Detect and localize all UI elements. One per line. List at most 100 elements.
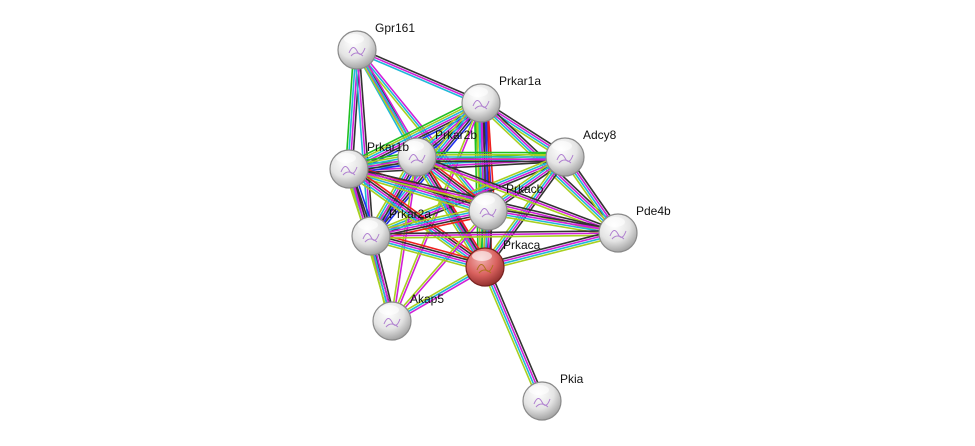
edge-evidence-line xyxy=(483,229,618,265)
node-highlight xyxy=(404,141,424,151)
node-label: Pkia xyxy=(560,372,584,386)
edge-evidence-line xyxy=(356,49,482,104)
edge-evidence-line xyxy=(485,266,544,401)
node-label: Prkacb xyxy=(506,182,544,196)
edge-evidence-line xyxy=(390,209,488,321)
node-pkia[interactable]: Pkia xyxy=(522,372,584,421)
node-adcy8[interactable]: Adcy8 xyxy=(545,128,617,177)
edge-adcy8-prkar2b[interactable] xyxy=(417,151,565,163)
edge-prkar2a-pde4b[interactable] xyxy=(370,230,619,239)
edge-evidence-line xyxy=(358,49,374,236)
node-label: Prkaca xyxy=(503,238,541,252)
edge-evidence-line xyxy=(349,166,487,266)
edge-evidence-line xyxy=(414,157,484,269)
edge-evidence-line xyxy=(354,50,370,237)
edge-evidence-line xyxy=(358,48,491,211)
protein-structure-icon xyxy=(340,166,358,176)
edge-evidence-line xyxy=(484,231,618,267)
edge-evidence-line xyxy=(349,160,566,175)
node-prkar2a[interactable]: Prkar2a xyxy=(351,207,431,256)
edge-evidence-line xyxy=(371,234,619,239)
edge-evidence-line xyxy=(355,51,481,106)
node-highlight xyxy=(475,195,495,205)
edge-evidence-line xyxy=(485,235,620,271)
protein-structure-icon xyxy=(408,154,426,164)
node-prkaca[interactable]: Prkaca xyxy=(465,238,541,287)
edge-evidence-line xyxy=(488,209,619,233)
edge-evidence-line xyxy=(370,232,619,237)
node-highlight xyxy=(552,141,572,151)
node-label: Adcy8 xyxy=(583,128,617,142)
node-highlight xyxy=(529,385,549,395)
node-prkar2b[interactable]: Prkar2b xyxy=(397,128,477,177)
node-prkar1b[interactable]: Prkar1b xyxy=(329,140,409,189)
node-label: Prkar1b xyxy=(367,140,409,154)
node-prkar1a[interactable]: Prkar1a xyxy=(461,74,541,123)
edge-evidence-line xyxy=(357,47,483,102)
edge-evidence-line xyxy=(483,267,542,402)
node-highlight xyxy=(336,153,356,163)
node-prkacb[interactable]: Prkacb xyxy=(468,182,544,231)
node-highlight xyxy=(605,217,625,227)
node-highlight xyxy=(379,305,399,315)
edge-evidence-line xyxy=(370,230,618,235)
node-label: Prkar2b xyxy=(435,128,477,142)
edge-evidence-line xyxy=(371,233,486,266)
edge-evidence-line xyxy=(475,103,482,268)
protein-structure-icon xyxy=(609,230,627,240)
edge-evidence-line xyxy=(347,49,357,169)
node-pde4b[interactable]: Pde4b xyxy=(598,204,671,253)
edge-evidence-line xyxy=(370,237,485,270)
node-label: Prkar2a xyxy=(389,207,431,221)
edge-evidence-line xyxy=(485,233,619,269)
node-highlight xyxy=(344,34,364,44)
edge-prkaca-pkia[interactable] xyxy=(481,265,546,403)
node-akap5[interactable]: Akap5 xyxy=(372,292,444,341)
edge-evidence-line xyxy=(347,99,480,167)
protein-structure-icon xyxy=(533,398,551,408)
protein-structure-icon xyxy=(383,318,401,328)
edge-evidence-line xyxy=(392,211,490,323)
protein-structure-icon xyxy=(479,208,497,218)
edge-evidence-line xyxy=(420,154,490,266)
node-highlight xyxy=(472,251,492,261)
edge-evidence-line xyxy=(346,97,479,165)
protein-structure-icon xyxy=(476,264,494,274)
node-label: Prkar1a xyxy=(499,74,541,88)
edge-gpr161-prkar1a[interactable] xyxy=(355,47,483,106)
node-highlight xyxy=(358,220,378,230)
edge-evidence-line xyxy=(369,205,488,233)
edge-evidence-line xyxy=(344,49,355,169)
edge-prkaca-pde4b[interactable] xyxy=(483,229,620,271)
edge-evidence-line xyxy=(416,156,619,234)
edge-evidence-line xyxy=(351,164,489,265)
edge-evidence-line xyxy=(473,103,480,268)
edge-evidence-line xyxy=(348,168,486,268)
edge-evidence-line xyxy=(487,265,546,401)
edge-evidence-line xyxy=(347,170,485,270)
protein-structure-icon xyxy=(348,47,366,57)
edge-evidence-line xyxy=(416,156,486,268)
edge-prkacb-akap5[interactable] xyxy=(390,209,490,323)
edge-evidence-line xyxy=(418,155,488,267)
edge-prkar2a-prkaca[interactable] xyxy=(369,230,487,273)
edge-evidence-line xyxy=(369,239,485,273)
edge-evidence-line xyxy=(370,210,489,237)
edge-evidence-line xyxy=(370,235,486,268)
edge-evidence-line xyxy=(481,267,540,403)
edge-evidence-line xyxy=(369,153,565,234)
edge-evidence-line xyxy=(488,206,619,231)
node-gpr161[interactable]: Gpr161 xyxy=(337,21,415,70)
edge-gpr161-prkar2a[interactable] xyxy=(354,49,374,237)
edge-evidence-line xyxy=(356,49,372,237)
protein-structure-icon xyxy=(556,154,574,164)
node-label: Pde4b xyxy=(636,204,671,218)
edge-evidence-line xyxy=(348,101,481,169)
node-highlight xyxy=(468,87,488,97)
edge-evidence-line xyxy=(371,230,487,264)
protein-structure-icon xyxy=(472,100,490,110)
protein-structure-icon xyxy=(362,233,380,243)
